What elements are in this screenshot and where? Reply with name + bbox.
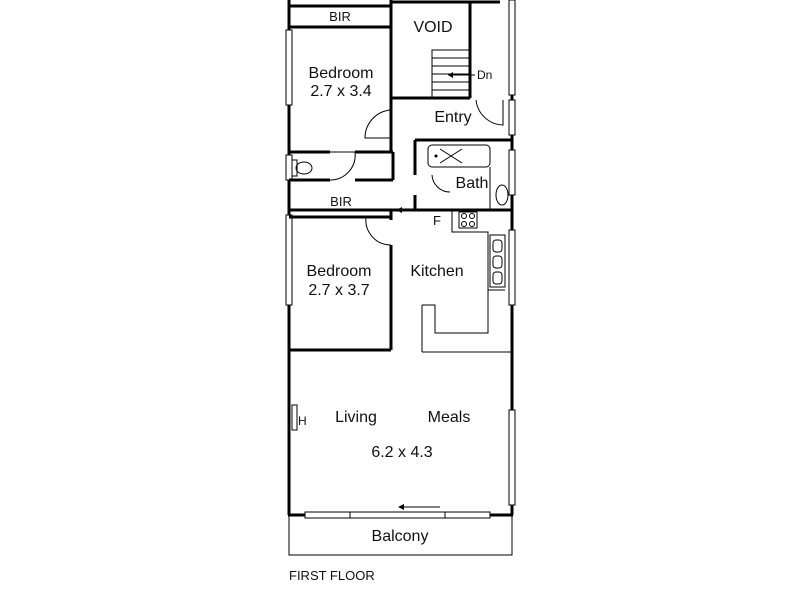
void-label: VOID — [413, 19, 452, 36]
windows — [285, 0, 516, 519]
bir-bottom-label: BIR — [330, 194, 352, 209]
bedroom-2-door — [365, 216, 392, 246]
bedroom-2-size: 2.7 x 3.7 — [308, 282, 369, 299]
kitchen-benches — [421, 210, 512, 353]
entry-label: Entry — [434, 109, 471, 126]
fridge-label: F — [433, 213, 441, 228]
toilet-area — [289, 152, 395, 182]
kitchen-label: Kitchen — [410, 263, 463, 280]
balcony-label: Balcony — [372, 528, 429, 545]
balcony-door-arrow — [398, 504, 440, 510]
bedroom-1-door — [364, 109, 392, 139]
heater — [291, 404, 298, 431]
bedroom-1-size: 2.7 x 3.4 — [310, 83, 371, 100]
bedroom-1-walls — [289, 0, 393, 154]
stairs-dn-label: Dn — [477, 68, 492, 82]
living-size-label: 6.2 x 4.3 — [371, 444, 432, 461]
bir-top-label: BIR — [329, 9, 351, 24]
entry-door — [475, 99, 504, 126]
bedroom-2-walls — [289, 208, 512, 352]
floor-label: FIRST FLOOR — [289, 568, 375, 583]
passage-arrow — [396, 207, 418, 213]
stairs — [431, 49, 475, 99]
toilet-door — [329, 151, 356, 181]
living-label: Living — [335, 409, 377, 426]
bedroom-2-name: Bedroom — [307, 263, 372, 280]
bedroom-1-name: Bedroom — [309, 65, 374, 82]
meals-label: Meals — [428, 409, 471, 426]
bathroom — [413, 138, 512, 210]
bath-label: Bath — [456, 175, 489, 192]
heater-label: H — [298, 414, 307, 428]
